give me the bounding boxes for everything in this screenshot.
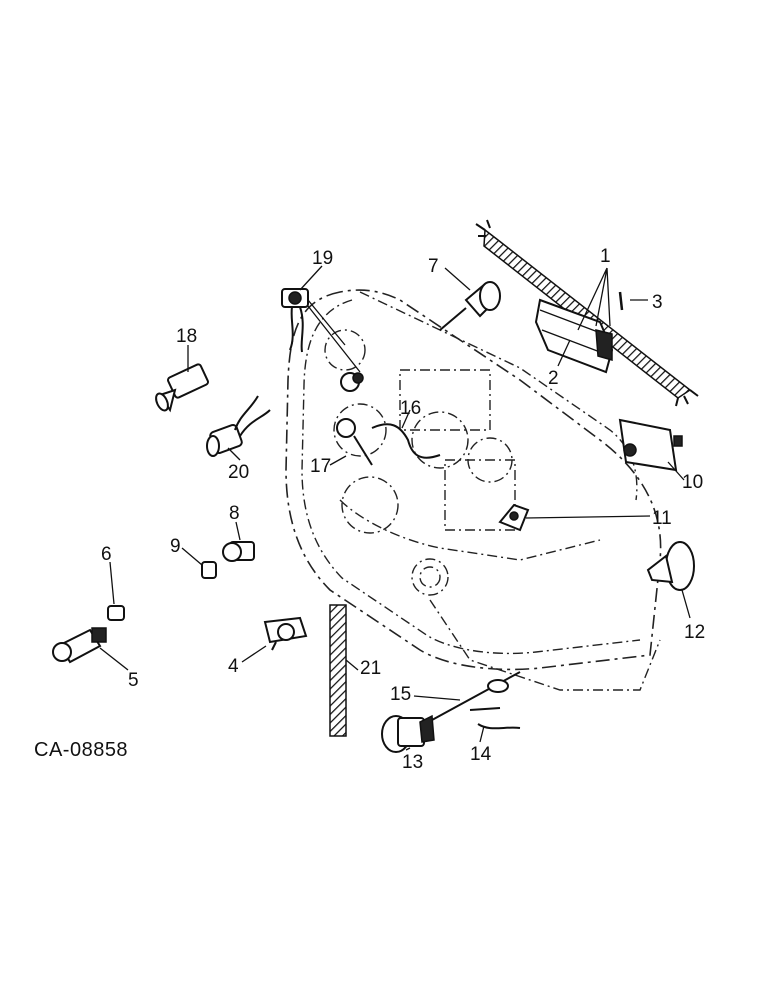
callout-15: 15: [390, 684, 411, 705]
wiring-harness-upper: [475, 219, 699, 407]
cap-9: [201, 561, 217, 579]
callout-13: 13: [402, 752, 423, 773]
relay-10: [618, 418, 683, 472]
switch-19: [281, 288, 361, 373]
callouts: 1 2 3 4 5 6 7 8 9 10 11 12 13 14 15 16 1…: [101, 246, 705, 773]
indicator-lamp-17: [336, 372, 373, 466]
callout-4: 4: [228, 656, 239, 677]
callout-10: 10: [682, 472, 703, 493]
figure-id-label: CA-08858: [34, 739, 128, 761]
fastener-3: [618, 291, 624, 311]
rod-15: [431, 671, 521, 721]
callout-1: 1: [600, 246, 611, 267]
switch-5: [52, 627, 107, 664]
socket-4: [263, 616, 308, 651]
cap-6: [107, 605, 125, 621]
gauge-12: [646, 541, 695, 591]
callout-8: 8: [229, 503, 240, 524]
callout-17: 17: [310, 456, 331, 477]
callout-5: 5: [128, 670, 139, 691]
callout-3: 3: [652, 292, 663, 313]
sender-8: [222, 541, 255, 562]
conduit-21: [329, 604, 347, 737]
callout-11: 11: [652, 508, 672, 529]
gauge-7: [439, 281, 501, 331]
callout-14: 14: [470, 744, 492, 765]
sender-20: [206, 395, 271, 457]
voltage-regulator: [534, 298, 614, 374]
callout-21: 21: [360, 658, 381, 679]
callout-7: 7: [428, 256, 439, 277]
wire-16: [371, 423, 441, 459]
callout-9: 9: [170, 536, 181, 557]
leader-lines: [99, 265, 691, 751]
callout-12: 12: [684, 622, 705, 643]
instrument-panel-housing: [285, 289, 662, 691]
bulb-socket-11: [498, 503, 530, 532]
callout-20: 20: [228, 462, 249, 483]
callout-16: 16: [400, 398, 421, 419]
callout-2: 2: [548, 368, 559, 389]
callout-19: 19: [312, 248, 333, 269]
callout-6: 6: [101, 544, 112, 565]
toggle-switch-18: [155, 363, 209, 413]
connector-13: [381, 714, 435, 753]
callout-18: 18: [176, 326, 197, 347]
bracket-14: [469, 679, 521, 730]
